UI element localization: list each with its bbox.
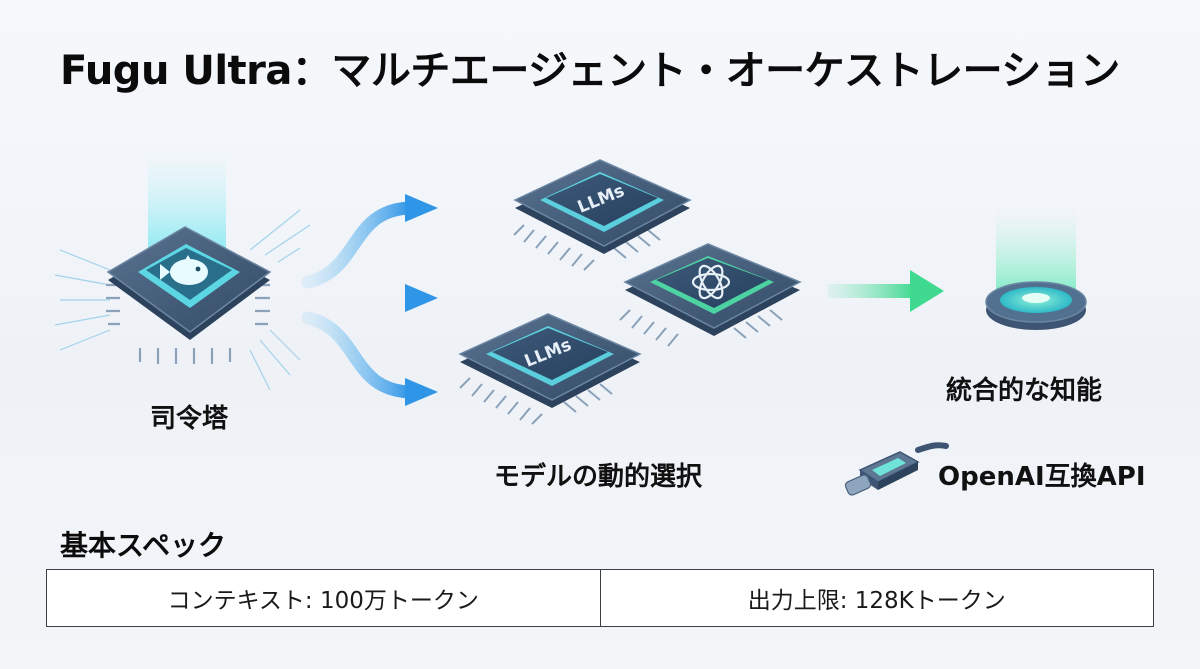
command-chip bbox=[106, 226, 272, 364]
arrow-down-head bbox=[405, 378, 438, 406]
integrated-label: 統合的な知能 bbox=[946, 376, 1103, 406]
openai-logo-icon bbox=[691, 264, 731, 300]
spec-table: コンテキスト: 100万トークン 出力上限: 128Kトークン bbox=[46, 569, 1154, 627]
selection-label: モデルの動的選択 bbox=[494, 462, 703, 492]
api-label: OpenAI互換API bbox=[938, 462, 1146, 492]
spec-context: コンテキスト: 100万トークン bbox=[167, 588, 479, 614]
integrated-disk bbox=[985, 208, 1087, 330]
llm-chip-bottom bbox=[458, 313, 642, 425]
fish-icon bbox=[160, 255, 208, 285]
arrow-mid-head bbox=[405, 284, 438, 312]
spec-heading: 基本スペック bbox=[60, 529, 227, 562]
arrow-up-head bbox=[405, 194, 438, 222]
circuit-traces bbox=[54, 209, 311, 391]
usb-c-connector-icon bbox=[844, 442, 949, 496]
llm-chip-top bbox=[513, 159, 692, 271]
openai-chip bbox=[619, 243, 802, 347]
distribution-arrows bbox=[301, 194, 438, 406]
command-label: 司令塔 bbox=[150, 404, 229, 434]
page-title: Fugu Ultra：マルチエージェント・オーケストレーション bbox=[60, 48, 1120, 94]
spec-output-limit: 出力上限: 128Kトークン bbox=[599, 570, 1154, 626]
output-arrow bbox=[828, 270, 944, 312]
